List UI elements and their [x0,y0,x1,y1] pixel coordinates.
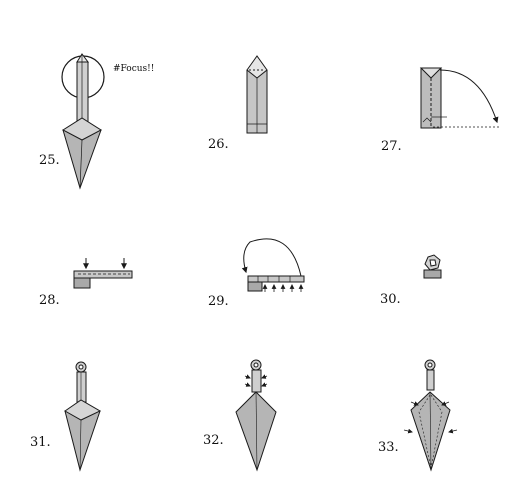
roll-arrow [241,238,302,277]
blade-top [64,399,102,421]
step-label-31: 31. [30,435,51,450]
blade [64,410,101,472]
step-label-29: 29. [208,294,229,309]
handle [76,61,89,125]
blade-top [62,117,102,141]
step-29 [241,238,305,292]
handle [76,371,87,403]
step-25 [61,53,105,190]
step-27 [419,67,500,129]
step-label-27: 27. [381,139,402,154]
step-label-28: 28. [39,293,60,308]
step-33 [403,359,458,472]
step-label-33: 33. [378,440,399,455]
step-26 [246,55,268,134]
pommel-base [423,269,442,279]
handle-tip [76,53,89,63]
strip [73,270,133,279]
top-diamond [246,55,268,79]
step-label-25: 25. [39,153,60,168]
strip [247,275,305,283]
base [247,281,263,292]
step-label-26: 26. [208,137,229,152]
base [73,277,91,289]
fold-arrow [439,69,499,124]
focus-note: #Focus!! [113,64,154,74]
step-30 [423,254,442,279]
handle [251,369,262,393]
step-label-32: 32. [203,433,224,448]
step-31 [64,361,102,472]
step-label-30: 30. [380,292,401,307]
step-28 [73,258,133,289]
step-32 [235,359,277,472]
handle [426,369,435,391]
top-flap [419,67,443,79]
